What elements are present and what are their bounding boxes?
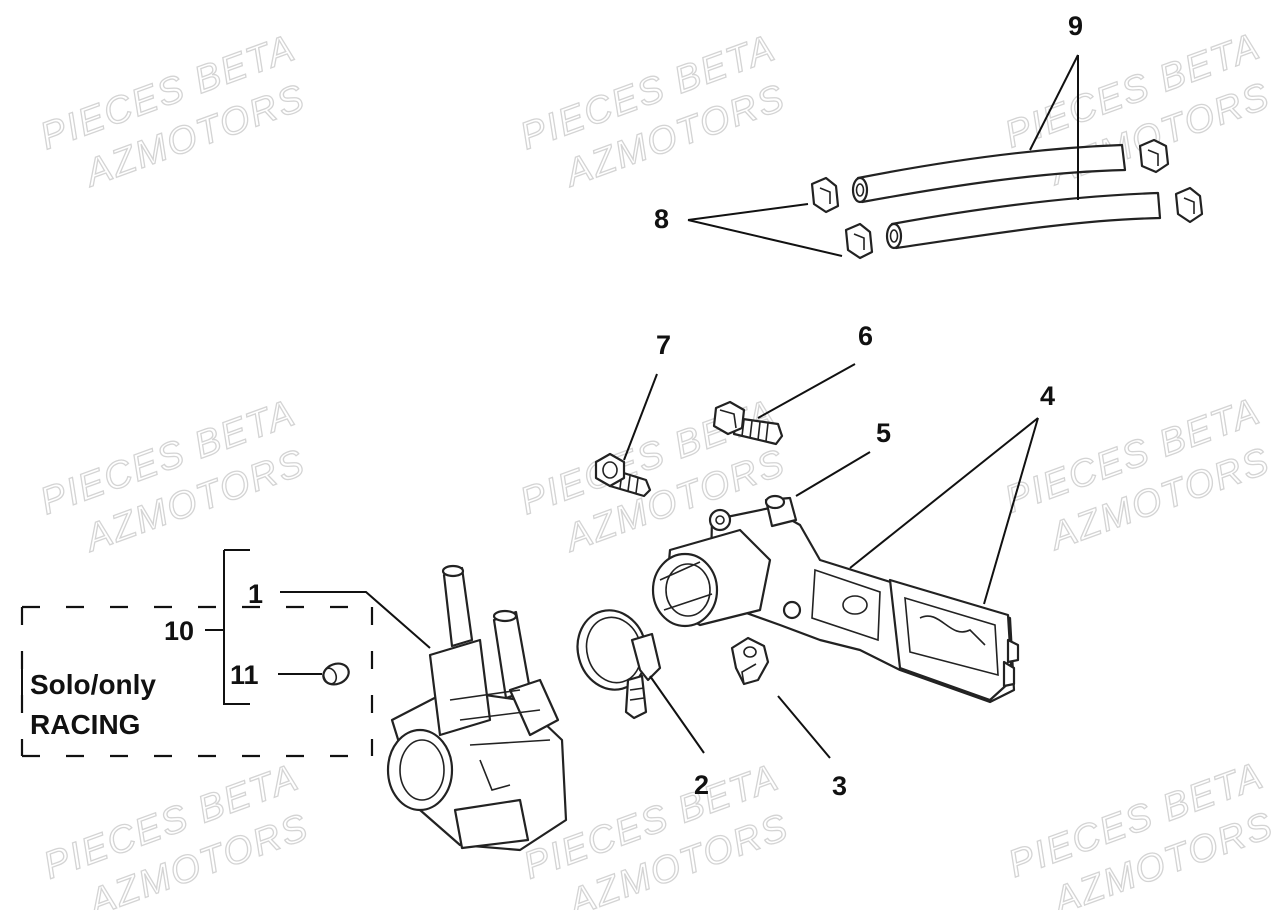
leader-lines [205, 54, 1079, 759]
callout-2: 2 [694, 770, 709, 800]
watermark: PIECES BETA AZMOTORS [999, 390, 1277, 560]
watermark: PIECES BETA AZMOTORS [1002, 754, 1280, 910]
callout-9: 9 [1068, 11, 1083, 41]
watermark: PIECES BETA AZMOTORS [34, 26, 312, 196]
note-line1: Solo/only [30, 669, 156, 700]
watermark: PIECES BETA AZMOTORS [999, 25, 1277, 195]
watermark: PIECES BETA AZMOTORS [514, 26, 792, 196]
part-hose-clamp [576, 609, 662, 720]
part-hose-clip [810, 176, 840, 214]
callout-5: 5 [876, 418, 891, 448]
part-connector [730, 636, 770, 686]
callout-4: 4 [1040, 381, 1055, 411]
callout-labels: 9 8 6 7 4 5 1 10 11 2 3 [164, 11, 1083, 801]
part-hose-clip [1138, 138, 1170, 174]
part-intake-manifold [708, 494, 1020, 704]
part-carburetor [386, 564, 568, 852]
callout-7: 7 [656, 330, 671, 360]
callout-3: 3 [832, 771, 847, 801]
callout-1: 1 [248, 579, 263, 609]
callout-8: 8 [654, 204, 669, 234]
part-intake-sleeve [651, 528, 772, 628]
part-screw [594, 452, 652, 498]
callout-6: 6 [858, 321, 873, 351]
callout-10: 10 [164, 616, 194, 646]
racing-note: Solo/only RACING [30, 669, 156, 740]
part-hose-clip [844, 222, 874, 260]
racing-only-box [20, 605, 374, 758]
part-jet [322, 662, 350, 686]
part-screw [712, 400, 784, 446]
watermark: PIECES BETA AZMOTORS [34, 391, 312, 561]
note-line2: RACING [30, 709, 140, 740]
part-hose-lower [885, 191, 1162, 250]
callout-11: 11 [230, 660, 259, 690]
watermark: PIECES BETA AZMOTORS [38, 756, 316, 910]
part-hose-upper [851, 143, 1127, 204]
part-hose-clip [1174, 186, 1204, 224]
